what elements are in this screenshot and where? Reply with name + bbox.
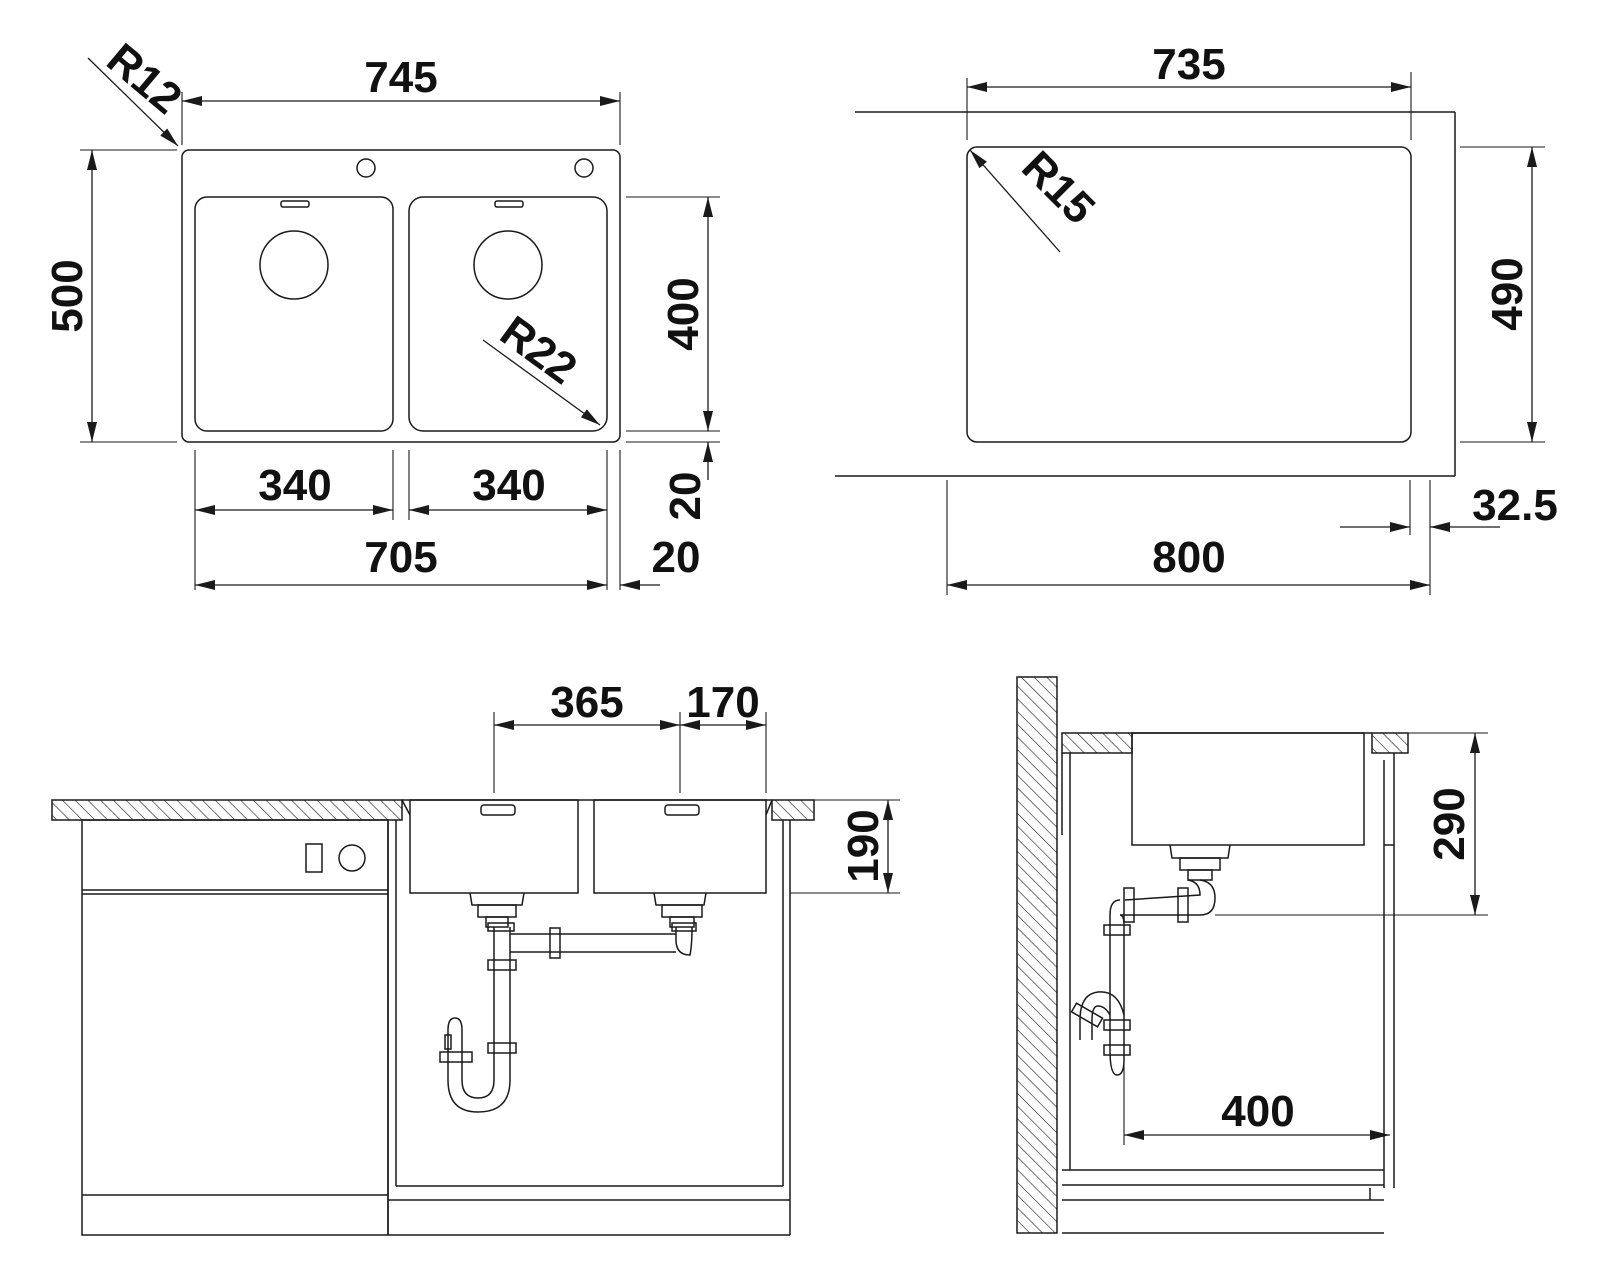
dim-bowl-depth: 400 (659, 277, 708, 350)
countertop-left (51, 799, 403, 821)
dim-drain-distance: 400 (1221, 1087, 1294, 1136)
tap-hole-icon-2 (574, 158, 594, 178)
sink-top-view: 745 R12 500 400 R22 340 340 705 20 20 (43, 34, 720, 590)
sink-outline (181, 149, 621, 443)
left-overflow-icon (280, 200, 310, 208)
dim-overall-depth: 500 (43, 259, 92, 332)
tap-hole-icon (356, 158, 376, 178)
front-left-bowl (409, 799, 579, 894)
front-elevation: 365 170 190 (51, 678, 900, 1236)
waste-trap-icon (439, 892, 707, 1113)
dim-drain-offset: 170 (686, 678, 759, 727)
dim-drain-spacing: 365 (550, 678, 623, 727)
dishwasher-cabinet (81, 819, 389, 1236)
dim-rim-offset-bottom: 20 (652, 533, 701, 582)
dim-bowl-span: 705 (364, 533, 437, 582)
knob-icon (338, 844, 366, 872)
countertop-right (771, 799, 815, 821)
front-overflow-icon (480, 804, 516, 816)
countertop-back (1061, 732, 1133, 754)
dim-offset: 32.5 (1472, 481, 1558, 530)
front-overflow-icon-2 (664, 804, 700, 816)
side-bowl (1131, 732, 1365, 846)
left-bowl (194, 196, 394, 432)
side-waste-trap-icon (1070, 844, 1231, 1076)
side-elevation: 290 400 (1016, 676, 1488, 1234)
dim-bowl-right-width: 340 (472, 461, 545, 510)
dim-cutout-width: 735 (1152, 40, 1225, 89)
cutout-view: 735 R15 490 32.5 800 (835, 40, 1558, 595)
right-overflow-icon (494, 200, 524, 208)
wall-section (1016, 676, 1058, 1234)
dim-cutout-depth: 490 (1483, 257, 1532, 330)
dim-overall-width: 745 (364, 53, 437, 102)
dim-depth-to-drain: 290 (1425, 787, 1474, 860)
right-bowl (408, 196, 608, 432)
dim-bowl-left-width: 340 (258, 461, 331, 510)
dim-rim-offset-side: 20 (661, 472, 710, 521)
dim-cutout-radius: R15 (1012, 142, 1104, 234)
front-right-bowl (593, 799, 767, 894)
left-drain-icon (259, 230, 329, 300)
countertop-front (1371, 732, 1409, 754)
dim-cabinet-width: 800 (1152, 533, 1225, 582)
right-drain-icon (473, 230, 543, 300)
dim-corner-radius: R12 (98, 34, 191, 123)
control-icon (305, 843, 323, 873)
cutout-outline (966, 146, 1412, 443)
dim-bowl-height: 190 (839, 809, 888, 882)
